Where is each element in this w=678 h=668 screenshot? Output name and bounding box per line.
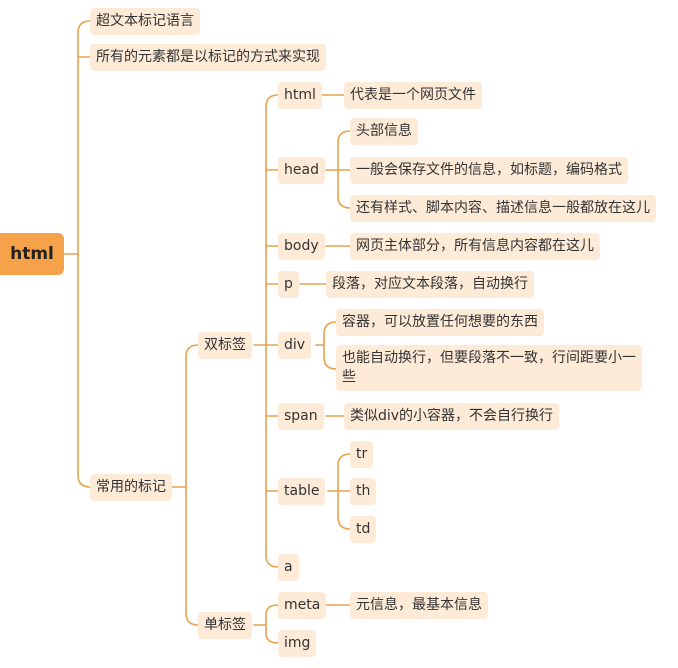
node-double-tag[interactable]: 双标签 — [198, 332, 252, 359]
node-head-desc-1[interactable]: 头部信息 — [350, 118, 418, 145]
node-p-desc[interactable]: 段落，对应文本段落，自动换行 — [326, 271, 534, 298]
node-html-desc[interactable]: 代表是一个网页文件 — [344, 82, 482, 109]
node-div-desc-1[interactable]: 容器，可以放置任何想要的东西 — [336, 309, 544, 336]
node-tag-img[interactable]: img — [278, 630, 317, 657]
node-body-desc[interactable]: 网页主体部分，所有信息内容都在这儿 — [350, 233, 600, 260]
node-span-desc[interactable]: 类似div的小容器，不会自行换行 — [344, 403, 560, 430]
node-head-desc-3[interactable]: 还有样式、脚本内容、描述信息一般都放在这儿 — [350, 195, 656, 222]
node-div-desc-2[interactable]: 也能自动换行，但要段落不一致，行间距要小一些 — [336, 345, 642, 391]
node-common-tags[interactable]: 常用的标记 — [90, 474, 172, 501]
node-tag-div[interactable]: div — [278, 332, 312, 359]
root-node[interactable]: html — [0, 233, 64, 275]
node-tag-td[interactable]: td — [350, 516, 377, 543]
node-tag-meta[interactable]: meta — [278, 592, 327, 619]
node-tag-html[interactable]: html — [278, 82, 322, 109]
node-tag-body[interactable]: body — [278, 233, 325, 260]
node-tag-table[interactable]: table — [278, 478, 326, 505]
node-tag-th[interactable]: th — [350, 478, 377, 505]
node-meta-desc[interactable]: 元信息，最基本信息 — [350, 592, 488, 619]
node-tag-tr[interactable]: tr — [350, 441, 374, 468]
node-tag-p[interactable]: p — [278, 271, 299, 298]
node-all-elements[interactable]: 所有的元素都是以标记的方式来实现 — [90, 44, 326, 71]
node-tag-head[interactable]: head — [278, 157, 325, 184]
node-tag-span[interactable]: span — [278, 403, 324, 430]
node-tag-a[interactable]: a — [278, 554, 299, 581]
node-hypertext[interactable]: 超文本标记语言 — [90, 8, 200, 35]
node-head-desc-2[interactable]: 一般会保存文件的信息，如标题，编码格式 — [350, 157, 628, 184]
node-single-tag[interactable]: 单标签 — [198, 612, 252, 639]
